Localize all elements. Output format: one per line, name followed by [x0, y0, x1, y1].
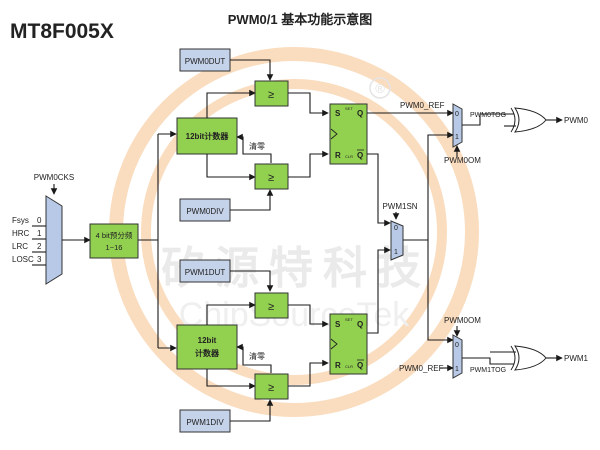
- sr-flipflop-1: [329, 313, 368, 375]
- ff1-qbar: Q: [357, 361, 363, 370]
- comparator-duty-0-symbol: ≥: [268, 89, 274, 101]
- mux0-in1: 1: [455, 134, 459, 141]
- comparator-period-0-symbol: ≥: [268, 172, 274, 184]
- ff0-qbar: Q: [357, 151, 363, 160]
- clk-idx-0: 0: [37, 216, 42, 225]
- ff1-set-tag: SET: [345, 317, 353, 322]
- diagram-title: PWM0/1 基本功能示意图: [228, 12, 372, 27]
- clk-idx-1: 1: [37, 229, 42, 238]
- xor0-back-curve: [510, 107, 516, 133]
- output-mux-1: [452, 334, 463, 379]
- pwm1sn-in0: 0: [394, 225, 398, 232]
- ff0-clr-tag: CLR: [345, 154, 353, 159]
- counter-1-label: 12bit: [198, 336, 217, 345]
- ff0-s: S: [335, 109, 341, 118]
- clk-in-lrc: LRC: [12, 242, 28, 251]
- pwm0div-label: PWM0DIV: [186, 207, 224, 216]
- comparator-period-0: [254, 163, 289, 190]
- comparator-duty-1: [254, 292, 289, 319]
- prescaler-label: 4 bit预分频: [96, 230, 133, 240]
- registered-mark-circle: [369, 77, 391, 99]
- pwm0om-label: PWM0OM: [444, 156, 481, 165]
- clear-label-1: 清零: [249, 351, 265, 361]
- mux1-in1: 1: [455, 366, 459, 373]
- watermark-inner-ring: [141, 79, 447, 385]
- sr-flipflop-0: [329, 103, 368, 165]
- pwm1div-label: PWM1DIV: [186, 418, 224, 427]
- xor-gate-0: [514, 107, 547, 133]
- ff0-q: Q: [357, 109, 363, 118]
- pwm0cks-label: PWM0CKS: [34, 173, 74, 182]
- mux1-in0: 0: [455, 342, 459, 349]
- ff1-q: Q: [357, 320, 363, 329]
- xor1-back-curve: [510, 345, 516, 371]
- pwm0-ref-label: PWM0_REF: [400, 101, 445, 110]
- ff0-r: R: [335, 151, 341, 160]
- pwm1dut-label: PWM1DUT: [185, 268, 226, 277]
- counter-block-0: [176, 117, 238, 155]
- clear-label-0: 清零: [249, 141, 265, 151]
- comparator-duty-1-symbol: ≥: [268, 301, 274, 313]
- clk-in-fsys: Fsys: [12, 216, 29, 225]
- xor-gate-1: [514, 345, 547, 371]
- pwm1sn-mux: [390, 220, 404, 261]
- pwm1sn-in1: 1: [394, 249, 398, 256]
- mux0-in0: 0: [455, 111, 459, 118]
- pwm1-ref-label: PWM0_REF: [399, 364, 444, 373]
- pwm1-output: PWM1: [564, 354, 589, 363]
- ff0-set-tag: SET: [345, 106, 353, 111]
- registered-mark: ®: [375, 81, 385, 96]
- clk-idx-2: 2: [37, 242, 42, 251]
- comparator-period-1-symbol: ≥: [268, 382, 274, 394]
- clk-in-hrc: HRC: [12, 229, 30, 238]
- ff1-clr-tag: CLR: [345, 364, 353, 369]
- clock-inputs: Fsys HRC LRC LOSC 0 1 2 3: [12, 216, 46, 266]
- comparator-period-1: [254, 373, 289, 400]
- clk-in-losc: LOSC: [12, 255, 34, 264]
- counter-1-label-2: 计数器: [195, 348, 220, 358]
- counter-block-1: [176, 324, 238, 370]
- counter-0-label: 12bit计数器: [186, 131, 230, 141]
- pwm0tog-label: PWM0TOG: [470, 112, 506, 119]
- ff1-s: S: [335, 320, 341, 329]
- prescaler-range: 1~16: [106, 243, 123, 252]
- pwm0-output: PWM0: [564, 116, 589, 125]
- clk-idx-3: 3: [37, 255, 42, 264]
- clock-select-mux: [45, 195, 63, 285]
- pwm1sn-label: PWM1SN: [382, 202, 417, 211]
- pwm1tog-label: PWM1TOG: [470, 367, 506, 374]
- pwm0dut-label: PWM0DUT: [185, 57, 226, 66]
- part-number: MT8F005X: [10, 20, 114, 43]
- watermark: ® 矽源特科技 ChipSourceTek: [109, 47, 479, 417]
- ff1-r: R: [335, 361, 341, 370]
- pwm1-mux-select-label: PWM0OM: [444, 316, 481, 325]
- prescaler-block: [89, 223, 139, 259]
